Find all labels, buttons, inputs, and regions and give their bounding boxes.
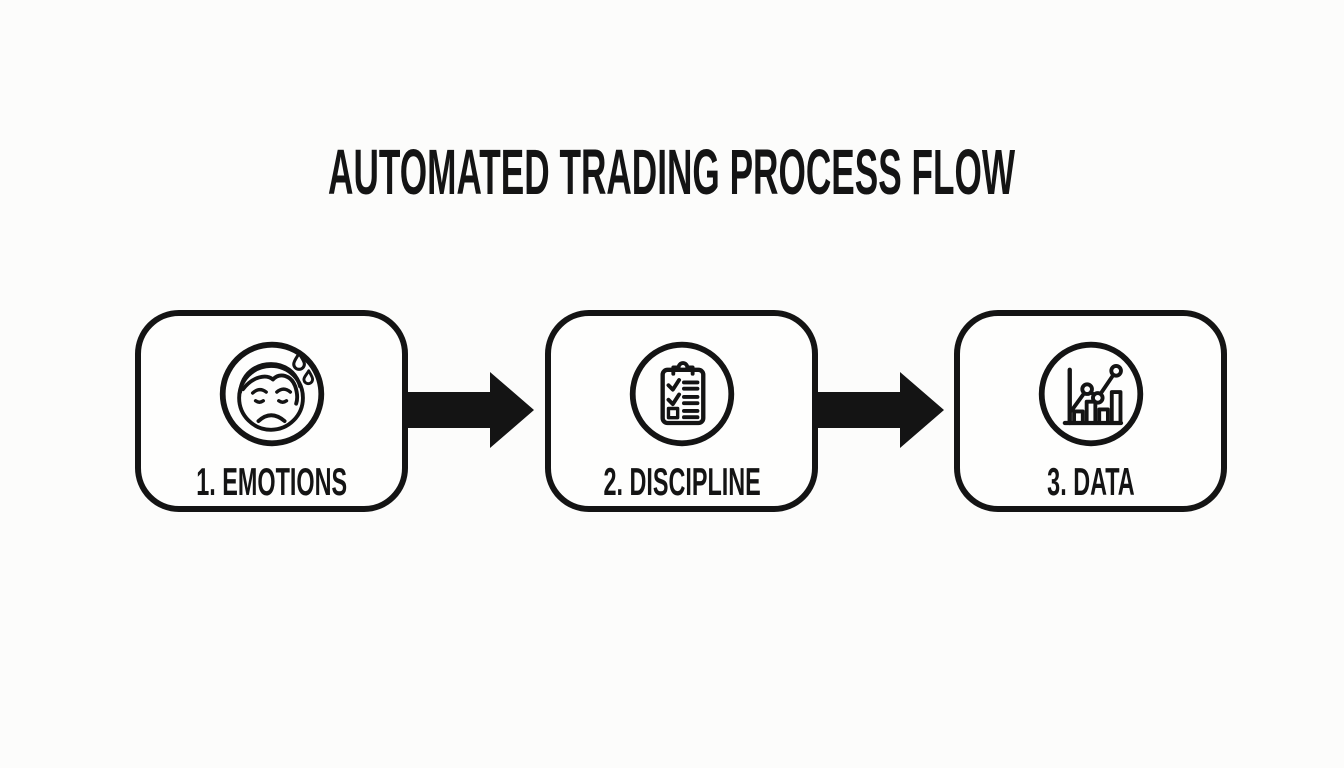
step-label-data: 3. DATA [1046, 461, 1135, 504]
page-title-row: AUTOMATED TRADING PROCESS FLOW [0, 137, 1344, 225]
flow-arrow-2 [818, 372, 944, 448]
step-label-discipline: 2. DISCIPLINE [603, 461, 761, 504]
flow-step-emotions: 1. EMOTIONS [135, 310, 408, 512]
flow-step-discipline: 2. DISCIPLINE [545, 310, 818, 512]
flow-arrow-1 [408, 372, 534, 448]
page-title: AUTOMATED TRADING PROCESS FLOW [328, 136, 1016, 208]
flow-step-data: 3. DATA [954, 310, 1227, 512]
bar-chart-icon [1038, 341, 1143, 447]
checklist-clipboard-icon [629, 341, 734, 447]
step-label-emotions: 1. EMOTIONS [196, 461, 347, 504]
worried-face-icon [219, 341, 324, 447]
